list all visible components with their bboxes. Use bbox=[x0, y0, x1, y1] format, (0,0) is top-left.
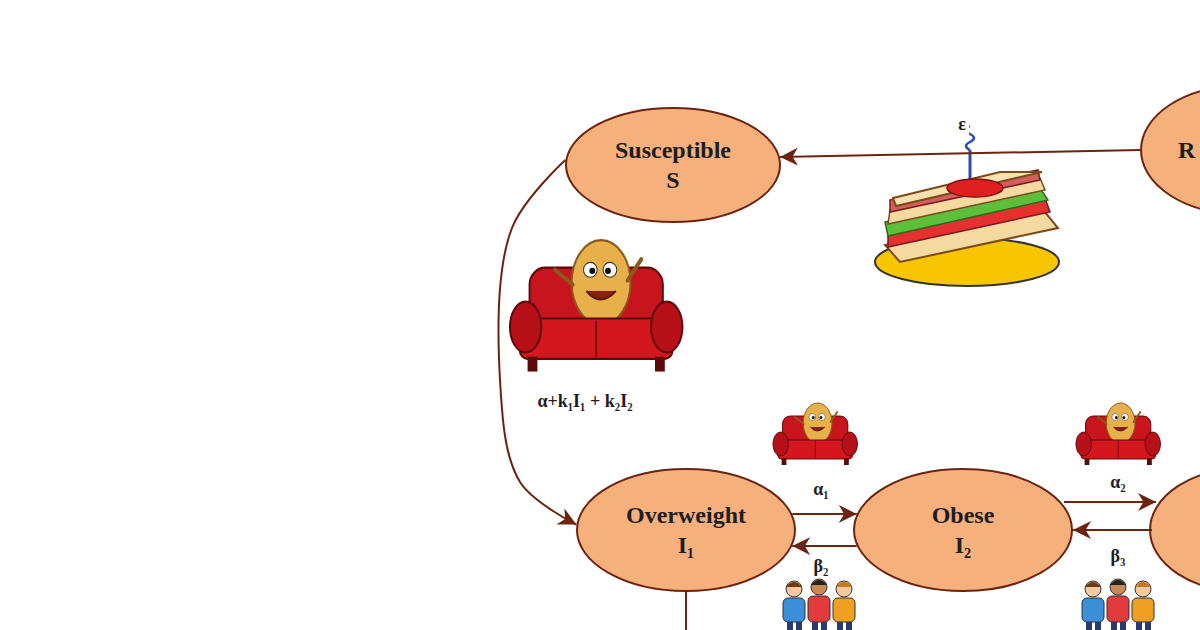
transition-arrow bbox=[780, 150, 1140, 157]
node-text: S bbox=[666, 165, 679, 195]
couch-potato-icon bbox=[773, 403, 857, 465]
rate-label: α+k₁I₁ + k₂I₂ bbox=[534, 390, 635, 412]
node-text: Susceptible bbox=[615, 135, 731, 165]
sandwich-icon bbox=[875, 126, 1059, 286]
ellipse-shape bbox=[854, 469, 1072, 591]
people-icon bbox=[1082, 579, 1154, 630]
couch-potato-icon bbox=[510, 240, 682, 371]
ellipse-shape bbox=[577, 469, 795, 591]
node-text: I₁ bbox=[678, 530, 695, 560]
node-text: I₂ bbox=[955, 530, 972, 560]
compartment-node: SusceptibleS bbox=[565, 107, 781, 223]
people-icon bbox=[783, 579, 855, 630]
compartment-ellipse bbox=[1150, 468, 1200, 592]
rate-label: α₁ bbox=[810, 478, 831, 500]
transition-arrow bbox=[792, 513, 856, 515]
transition-line bbox=[685, 592, 687, 630]
rate-label: β₂ bbox=[811, 555, 832, 577]
illustration-part bbox=[947, 179, 1003, 197]
illustration-part bbox=[893, 172, 1042, 206]
rate-label: β₃ bbox=[1108, 545, 1129, 567]
ellipse-outline bbox=[565, 107, 781, 223]
compartment-node: OverweightI₁ bbox=[576, 468, 796, 592]
node-text: Overweight bbox=[626, 500, 746, 530]
transition-arrow bbox=[1064, 501, 1156, 503]
node-text: R bbox=[1178, 135, 1195, 165]
transition-arrow bbox=[792, 545, 856, 547]
ellipse-shape bbox=[1141, 86, 1200, 214]
node-text: Obese bbox=[932, 500, 995, 530]
compartment-node: R bbox=[1140, 85, 1200, 215]
ellipse-shape bbox=[566, 108, 780, 222]
transition-arrow bbox=[1073, 529, 1152, 531]
ellipse-outline bbox=[853, 468, 1073, 592]
compartment-node: ObeseI₂ bbox=[853, 468, 1073, 592]
rate-label: α₂ bbox=[1107, 471, 1128, 493]
couch-potato-icon bbox=[1076, 403, 1160, 465]
ellipse-outline bbox=[576, 468, 796, 592]
transition-arrow bbox=[499, 160, 577, 525]
rate-label: ε bbox=[955, 113, 969, 135]
